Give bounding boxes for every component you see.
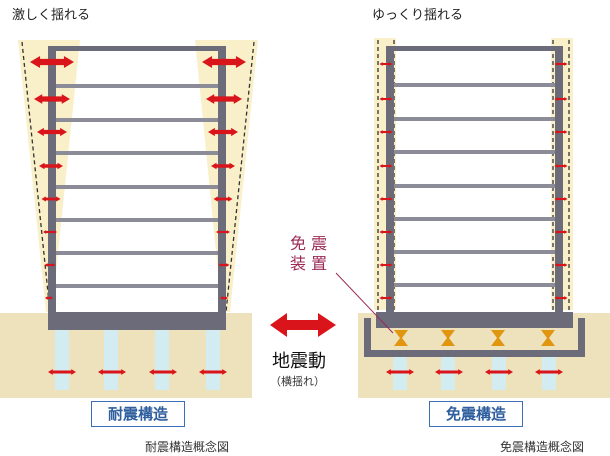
double-arrow-icon [39,162,63,170]
double-arrow-icon [554,230,568,234]
double-arrow-icon [379,263,393,267]
double-arrow-icon [218,263,230,267]
double-arrow-icon [554,197,568,201]
sway-arrows [30,56,568,375]
right-caption: 免震構造概念図 [500,440,585,454]
double-arrow-icon [41,196,61,202]
double-arrow-icon [554,296,568,300]
double-arrow-icon [30,56,74,68]
double-arrow-icon [379,230,393,234]
double-arrow-icon [270,313,336,337]
right-floor-slab [394,83,555,87]
double-arrow-icon [98,369,126,375]
double-arrow-icon [220,296,228,300]
double-arrow-icon [43,230,57,234]
right-floor-slab [394,250,555,254]
isolators [394,330,555,346]
double-arrow-icon [379,197,393,201]
double-arrow-icon [216,230,230,234]
left-floor-slab [56,118,218,122]
double-arrow-icon [211,162,235,170]
left-floor-slab [56,185,218,189]
right-floor-slab [394,283,555,287]
double-arrow-icon [554,62,568,66]
device-leader-line [335,272,394,334]
right-floor-slab [394,150,555,154]
double-arrow-icon [206,94,242,104]
isolation-pit [364,318,585,357]
left-piles [55,330,220,390]
left-motion-label: 激しく揺れる [12,8,91,23]
double-arrow-icon [44,263,56,267]
left-structure-tag: 耐震構造 [91,401,185,427]
double-arrow-icon [485,369,513,375]
right-structure-tag: 免震構造 [429,401,523,427]
double-arrow-icon [37,127,67,137]
right-building [376,46,573,328]
double-arrow-icon [149,369,177,375]
double-arrow-icon [379,164,393,168]
left-sway-dash-right [225,41,255,313]
left-floor-slab [56,284,218,288]
double-arrow-icon [379,296,393,300]
double-arrow-icon [386,369,414,375]
left-floor-slab [56,151,218,155]
left-floor-slab [56,251,218,255]
double-arrow-icon [208,127,238,137]
quake-label: 地震動 [272,351,326,372]
double-arrow-icon [379,130,393,134]
double-arrow-icon [535,369,563,375]
double-arrow-icon [213,196,233,202]
double-arrow-icon [554,164,568,168]
left-building [48,46,226,330]
right-floor-slab [394,184,555,188]
double-arrow-icon [435,369,463,375]
device-label-line2: 装 置 [290,254,328,273]
right-floor-slab [394,117,555,121]
device-label-line1: 免 震 [290,234,328,253]
left-caption: 耐震構造概念図 [145,440,230,454]
left-sway-dash-left [21,41,51,313]
double-arrow-icon [48,369,76,375]
left-sway-zone-right [195,40,258,312]
right-floor-slab [394,217,555,221]
double-arrow-icon [199,369,227,375]
double-arrow-icon [202,56,246,68]
double-arrow-icon [554,97,568,101]
quake-sub-label: （横揺れ） [270,375,325,388]
double-arrow-icon [34,94,70,104]
left-floor-slab [56,84,218,88]
double-arrow-icon [554,130,568,134]
double-arrow-icon [379,62,393,66]
double-arrow-icon [379,97,393,101]
double-arrow-icon [45,296,53,300]
double-arrow-icon [554,263,568,267]
left-floor-slab [56,218,218,222]
right-motion-label: ゆっくり揺れる [372,8,464,23]
